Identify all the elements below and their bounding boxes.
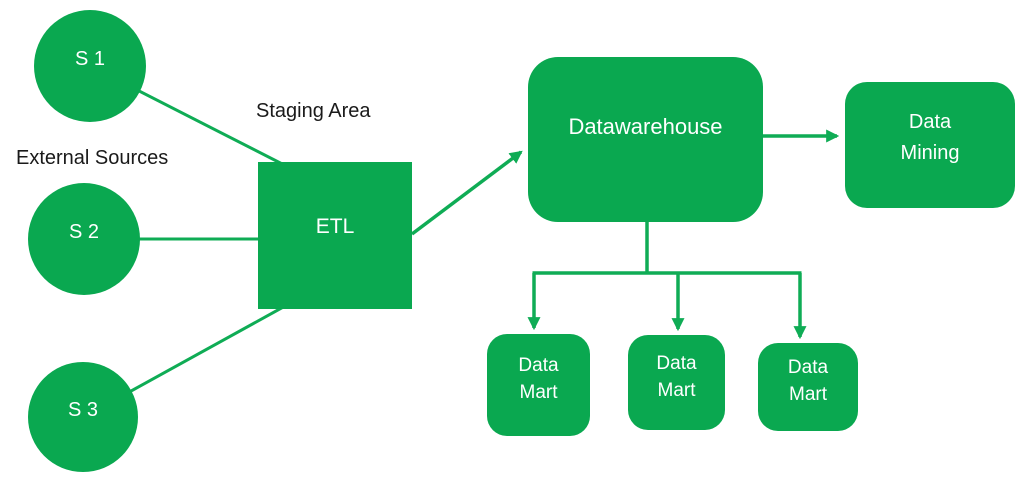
staging-area-label: Staging Area (256, 100, 371, 122)
source-node-s3-label: S 3 (67, 398, 99, 421)
source-node-s2: S 2 (28, 183, 140, 295)
datawarehouse-node-label: Datawarehouse (568, 114, 723, 139)
data-mining-node-label: Data Mining (900, 111, 960, 164)
source-node-s1: S 1 (34, 10, 146, 122)
data-mining-node: Data Mining (845, 82, 1015, 208)
etl-node: ETL (258, 162, 412, 309)
edge-etl-datawarehouse-arrow (410, 150, 523, 236)
source-node-s1-label: S 1 (74, 47, 106, 70)
data-mart-node-2: Data Mart (628, 335, 725, 430)
datawarehouse-node: Datawarehouse (528, 57, 763, 222)
external-sources-label: External Sources (16, 147, 169, 169)
data-mart-node-1-label: Data Mart (518, 355, 559, 403)
etl-node-label: ETL (315, 214, 355, 238)
source-node-s2-label: S 2 (68, 220, 100, 243)
data-mart-node-3: Data Mart (758, 343, 858, 431)
data-mart-node-3-label: Data Mart (787, 357, 829, 405)
data-mart-node-1: Data Mart (487, 334, 590, 436)
data-mart-node-2-label: Data Mart (656, 352, 697, 401)
source-node-s3: S 3 (28, 362, 138, 472)
